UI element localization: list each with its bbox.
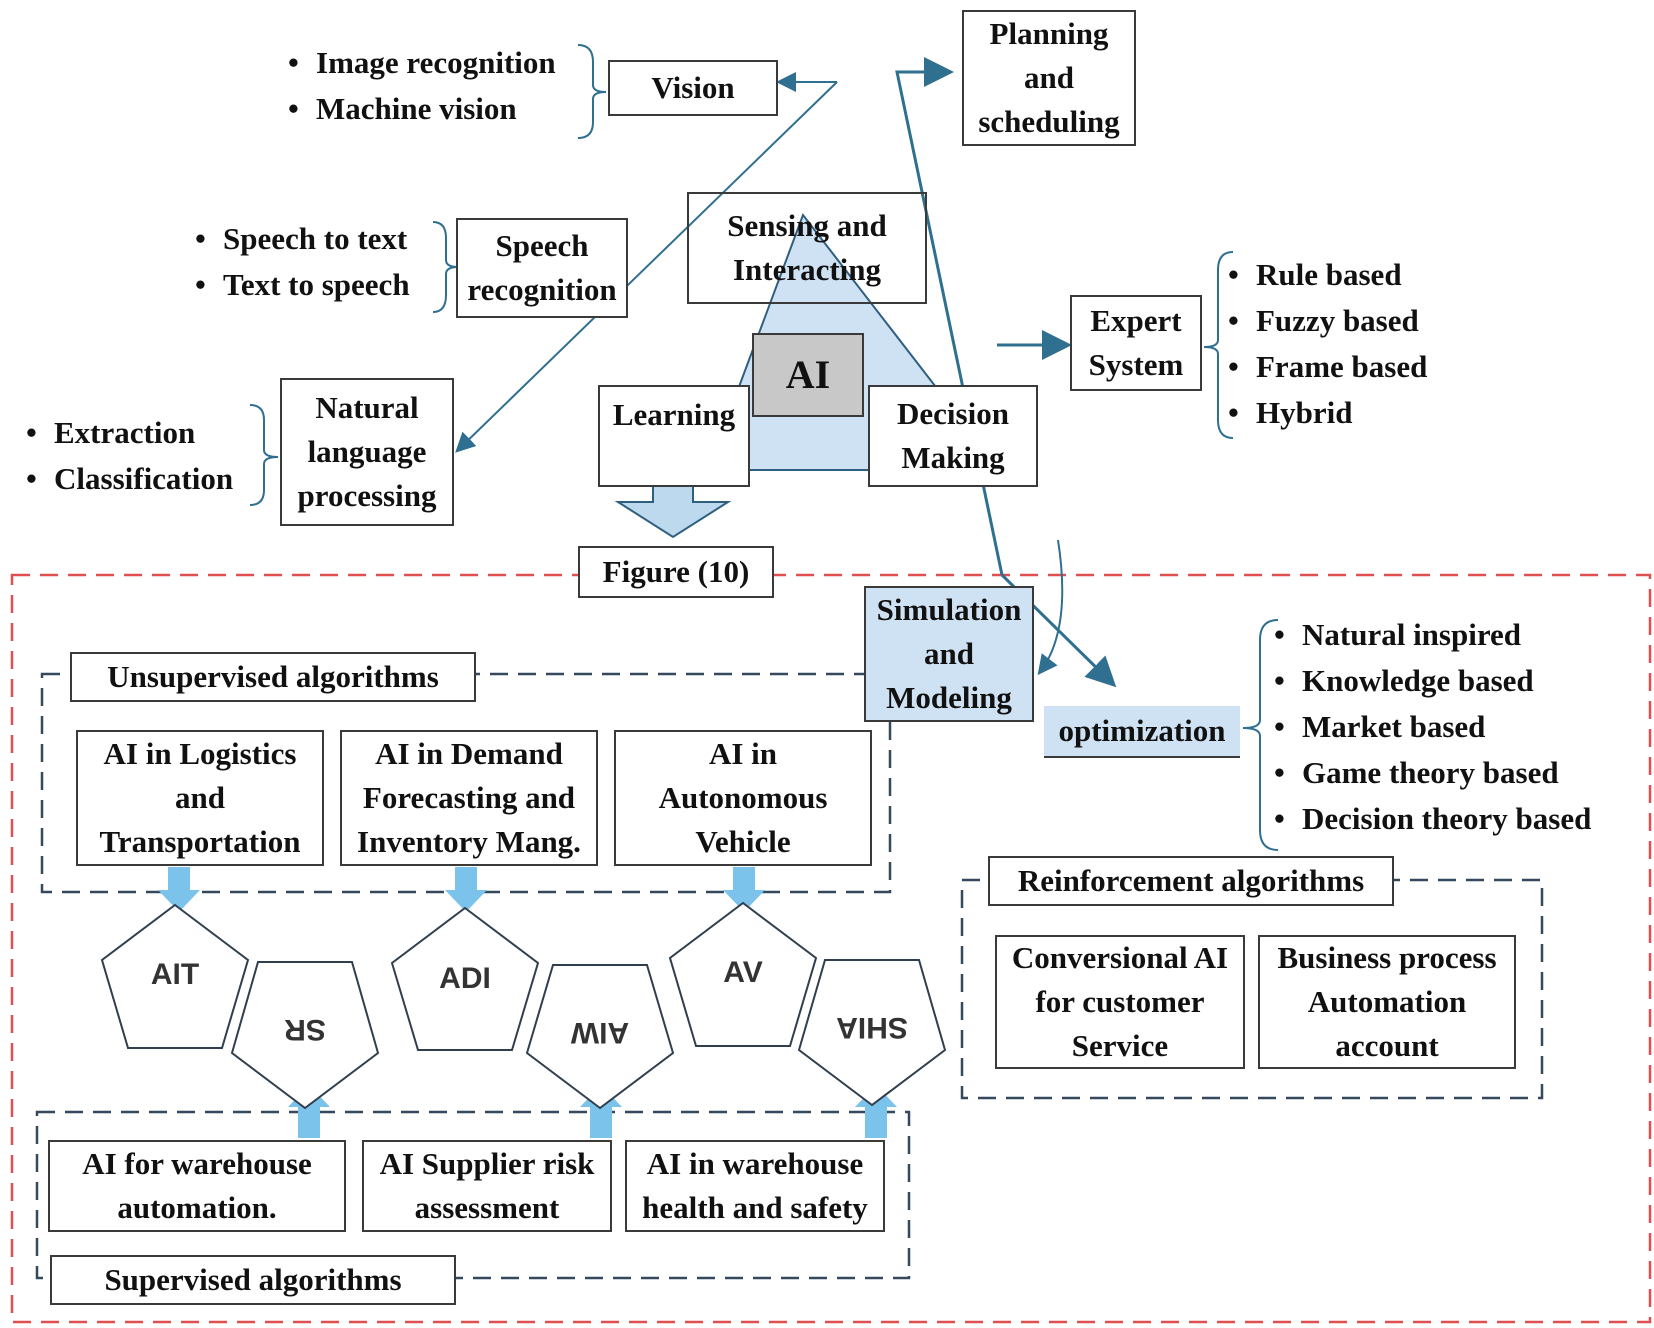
expert-item: Frame based: [1228, 344, 1427, 390]
pentagon-shia: [797, 959, 947, 1107]
vision-item: Machine vision: [288, 86, 556, 132]
nlp-list: Extraction Classification: [26, 410, 233, 502]
pentagon-adi: [390, 906, 540, 1051]
speech-item: Text to speech: [195, 262, 410, 308]
optimization-item: Game theory based: [1274, 750, 1591, 796]
supervised-box-supplier: AI Supplier risk assessment: [362, 1140, 612, 1232]
speech-list: Speech to text Text to speech: [195, 216, 410, 308]
reinforcement-title: Reinforcement algorithms: [988, 856, 1394, 906]
supervised-title: Supervised algorithms: [50, 1255, 456, 1305]
pentagon-aiw: [525, 964, 675, 1110]
supervised-group-border: [35, 1110, 911, 1280]
nlp-box: Natural language processing: [280, 378, 454, 526]
optimization-item: Knowledge based: [1274, 658, 1591, 704]
speech-recognition-box: Speech recognition: [456, 218, 628, 318]
optimization-item: Decision theory based: [1274, 796, 1591, 842]
ai-core-box: AI: [752, 333, 864, 417]
vision-box: Vision: [608, 60, 778, 116]
expert-system-box: Expert System: [1070, 295, 1202, 391]
optimization-item: Natural inspired: [1274, 612, 1591, 658]
vision-item: Image recognition: [288, 40, 556, 86]
optimization-box: optimization: [1044, 706, 1240, 758]
pentagon-label-sr: SR: [284, 1013, 326, 1046]
arrow-demand-adi: [445, 867, 487, 912]
unsupervised-to-pentagon-arrows: [158, 867, 765, 912]
hub-line-planning: [895, 57, 1004, 576]
expert-item: Hybrid: [1228, 390, 1427, 436]
arrow-logistics-ait: [158, 867, 200, 912]
speech-brace: [432, 221, 459, 313]
pentagon-label-adi: ADI: [439, 962, 491, 995]
nlp-brace: [249, 404, 279, 506]
reinforcement-box-business: Business process Automation account: [1258, 935, 1516, 1069]
sensing-interacting-box: Sensing and Interacting: [687, 192, 927, 304]
optimization-item: Market based: [1274, 704, 1591, 750]
hub-line-simulation: [1037, 539, 1064, 676]
nlp-item: Classification: [26, 456, 233, 502]
unsupervised-box-autonomous: AI in Autonomous Vehicle: [614, 730, 872, 866]
decision-making-box: Decision Making: [868, 385, 1038, 487]
pentagon-label-shia: SHIA: [836, 1011, 908, 1044]
figure-caption: Figure (10): [578, 546, 774, 598]
vision-brace: [577, 44, 607, 139]
supervised-box-warehouse: AI for warehouse automation.: [48, 1140, 346, 1232]
unsupervised-box-logistics: AI in Logistics and Transportation: [76, 730, 324, 866]
nlp-item: Extraction: [26, 410, 233, 456]
reinforcement-box-conversational: Conversional AI for customer Service: [995, 935, 1245, 1069]
speech-item: Speech to text: [195, 216, 410, 262]
optimization-list: Natural inspired Knowledge based Market …: [1274, 612, 1591, 842]
optimization-brace: [1242, 619, 1279, 851]
pentagon-av: [668, 901, 818, 1047]
pentagon-label-aiw: AIW: [570, 1016, 630, 1049]
vision-list: Image recognition Machine vision: [288, 40, 556, 132]
expert-list: Rule based Fuzzy based Frame based Hybri…: [1228, 252, 1427, 436]
algorithms-region-border: [10, 573, 1652, 1324]
arrow-autonomous-av: [723, 867, 765, 912]
pentagon-ait: [100, 903, 250, 1049]
expert-brace: [1203, 251, 1234, 439]
expert-item: Rule based: [1228, 252, 1427, 298]
pentagon-label-av: AV: [723, 956, 763, 989]
pentagon-label-ait: AIT: [150, 958, 200, 991]
hub-line-nlp: [455, 81, 838, 453]
supervised-box-health: AI in warehouse health and safety: [625, 1140, 885, 1232]
pentagon-sr: [230, 961, 380, 1110]
learning-box: Learning: [598, 385, 750, 487]
unsupervised-title: Unsupervised algorithms: [70, 652, 476, 702]
simulation-modeling-box: Simulation and Modeling: [864, 586, 1034, 722]
planning-scheduling-box: Planning and scheduling: [962, 10, 1136, 146]
unsupervised-box-demand: AI in Demand Forecasting and Inventory M…: [340, 730, 598, 866]
expert-item: Fuzzy based: [1228, 298, 1427, 344]
